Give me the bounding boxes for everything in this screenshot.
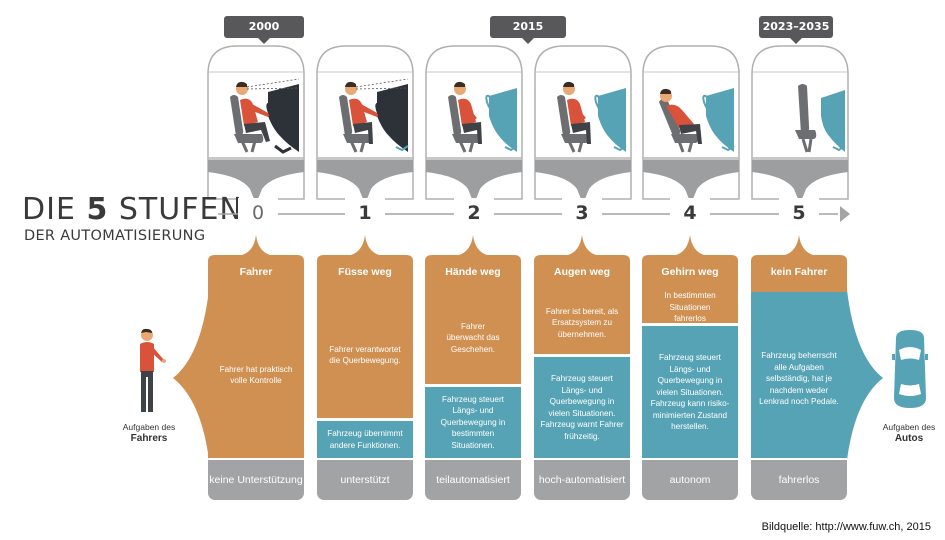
level-category-5: fahrerlos (751, 460, 847, 500)
level-car-box-4: Fahrzeug steuert Längs- und Querbewegung… (642, 326, 738, 458)
level-title-3: Augen weg (553, 266, 610, 278)
year-tag-2015: 2015 (490, 16, 566, 44)
level-category-1: unterstützt (317, 460, 413, 500)
level-title-4: Gehirn weg (661, 266, 719, 278)
level-number-4: 4 (670, 198, 710, 228)
level-cap-5 (751, 235, 847, 292)
level-number-3: 3 (562, 198, 602, 228)
scene-level-5 (751, 45, 849, 204)
scene-level-2 (425, 45, 523, 204)
level-number-5: 5 (779, 198, 819, 228)
level-cap-2 (425, 235, 521, 292)
level-driver-box-1: Fahrer verantwortet die Querbewegung. (317, 292, 413, 418)
level-car-box-1: Fahrzeug übernimmt andere Funktionen. (317, 421, 413, 458)
level-car-box-5: Fahrzeug beherrscht alle Aufgaben selbst… (751, 292, 847, 458)
driver-tasks-label: Aufgaben des Fahrers (122, 422, 176, 444)
year-tag-2000: 2000 (224, 16, 304, 44)
car-tasks-label: Aufgaben des Autos (882, 422, 936, 444)
year-tag-2023-2035: 2023–2035 (759, 16, 833, 44)
scene-level-1 (316, 45, 414, 204)
level-category-4: autonom (642, 460, 738, 500)
level-number-0: 0 (238, 198, 278, 228)
scene-level-4 (642, 45, 740, 204)
driver-person-icon (140, 328, 166, 412)
level-title-0: Fahrer (239, 266, 273, 278)
level-number-2: 2 (454, 198, 494, 228)
level-driver-box-2: Fahrer überwacht das Geschehen. (425, 292, 521, 384)
scene-level-0 (207, 45, 305, 204)
level-title-2: Hände weg (445, 266, 501, 278)
level-cap-1 (317, 235, 413, 292)
timeline-axis (218, 206, 850, 222)
driver-tasks-arrow (173, 290, 209, 460)
diagram-title: DIE 5 STUFEN (22, 192, 243, 227)
level-category-2: teilautomatisiert (425, 460, 521, 500)
level-car-box-3: Fahrzeug steuert Längs- und Querbewegung… (534, 357, 630, 458)
car-tasks-arrow (847, 290, 883, 460)
car-top-view-icon (892, 330, 928, 408)
scene-level-3 (534, 45, 632, 204)
level-category-0: keine Unterstützung (208, 460, 304, 500)
level-car-box-2: Fahrzeug steuert Längs- und Querbewegung… (425, 387, 521, 458)
level-category-3: hoch-automatisiert (534, 460, 630, 500)
level-driver-box-4: In bestimmten Situationen fahrerlos (642, 291, 738, 323)
level-number-1: 1 (345, 198, 385, 228)
level-cap-3 (534, 235, 630, 292)
level-driver-box-3: Fahrer ist bereit, als Ersatzsystem zu ü… (534, 292, 630, 354)
level-cap-4 (642, 235, 738, 292)
level-title-5: kein Fahrer (770, 266, 828, 278)
diagram-subtitle: DER AUTOMATISIERUNG (24, 228, 206, 244)
level-driver-box-0: Fahrer hat praktisch volle Kontrolle (208, 292, 304, 458)
level-cap-0 (208, 235, 304, 292)
level-title-1: Füsse weg (338, 266, 392, 278)
image-source-credit: Bildquelle: http://www.fuw.ch, 2015 (761, 521, 931, 533)
